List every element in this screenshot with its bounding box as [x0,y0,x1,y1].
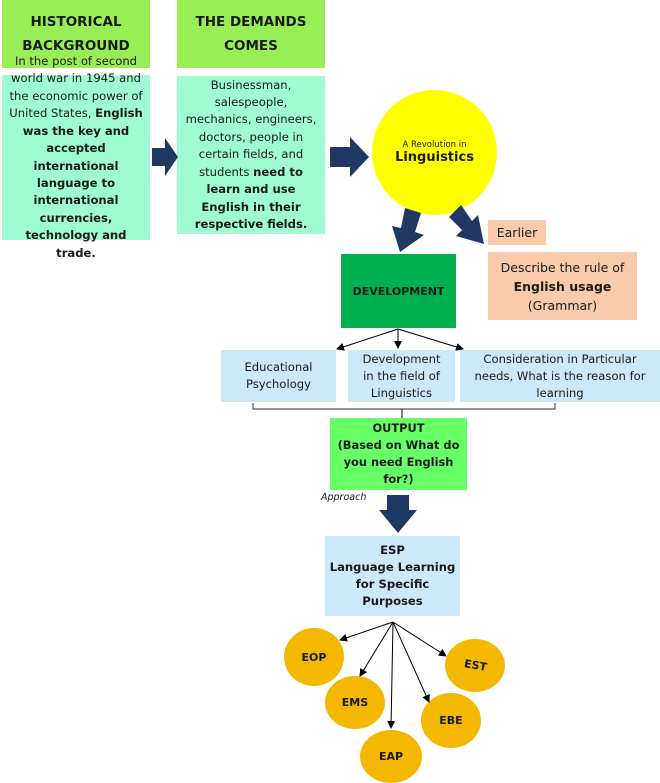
revolution-circle: A Revolution in Linguistics [372,90,497,215]
body-bold: need to learn and use English in their r… [194,164,308,231]
header-line: THE DEMANDS [195,14,307,30]
earlier-label: Earlier [488,220,546,245]
branch-label: EMS [341,696,369,709]
historical-background-text: In the post of second world war in 1945 … [2,54,150,260]
line-dev-to-edu [336,328,399,351]
bracket [252,403,556,410]
output-box: OUTPUT (Based on What do you need Englis… [330,418,467,490]
branch-label: EOP [301,650,327,664]
revolution-big: Linguistics [395,150,474,165]
output-subtitle: (Based on What do you need English for?) [337,438,460,486]
line-esp-ems [359,621,394,677]
branch-label: EBE [439,714,463,727]
line-dev-to-needs [397,328,464,351]
header-demands-comes: THE DEMANDS COMES [177,0,325,68]
arrow-down-left [392,208,424,252]
body-plain: Businessman, salespeople, mechanics, eng… [185,77,317,179]
grammar-bold: English usage [513,278,612,294]
header-historical-background: HISTORICAL BACKGROUND [2,0,150,68]
development-label: DEVELOPMENT [352,284,445,298]
branch-label: EAP [378,750,404,763]
body-bold: English was the key and accepted interna… [22,106,143,260]
esp-title: ESP [380,543,405,557]
grammar-desc: Describe the rule of [500,259,625,275]
grammar-tail: (Grammar) [527,297,598,313]
esp-line2: Language Learning [329,560,456,574]
factor-label: Consideration in Particular needs, What … [474,351,646,400]
factor-particular-needs: Consideration in Particular needs, What … [460,350,660,402]
line-esp-est [392,621,447,657]
header-line: HISTORICAL [30,14,122,30]
revolution-small: A Revolution in [402,140,467,150]
output-title: OUTPUT [372,421,425,435]
arrow-down-approach [379,495,417,533]
esp-line3: for Specific Purposes [355,577,430,608]
header-line: COMES [224,38,278,54]
line-esp-eop [339,621,394,642]
header-line: BACKGROUND [22,38,130,54]
development-box: DEVELOPMENT [341,254,456,328]
line-esp-ebe [392,621,430,703]
esp-box: ESP Language Learning for Specific Purpo… [325,536,460,616]
arrow-down-right [449,205,484,244]
factor-label: Educational Psychology [244,360,313,391]
earlier-text: Earlier [496,225,538,240]
branch-est: EST [445,639,505,692]
demands-text: Businessman, salespeople, mechanics, eng… [177,76,325,234]
branch-ems: EMS [325,676,385,729]
arrow-right-1 [152,138,178,176]
factor-linguistics: Development in the field of Linguistics [348,350,455,402]
approach-label: Approach [321,492,367,503]
arrow-right-2 [330,137,369,177]
branch-eap: EAP [360,730,422,783]
grammar-box: Describe the rule of English usage (Gram… [488,252,637,320]
branch-eop: EOP [284,628,344,686]
branch-ebe: EBE [421,693,481,748]
factor-educational-psychology: Educational Psychology [221,350,336,402]
factor-label: Development in the field of Linguistics [362,351,441,400]
line-esp-eap [387,621,396,729]
body-plain: In the post of second world war in 1945 … [9,54,143,121]
